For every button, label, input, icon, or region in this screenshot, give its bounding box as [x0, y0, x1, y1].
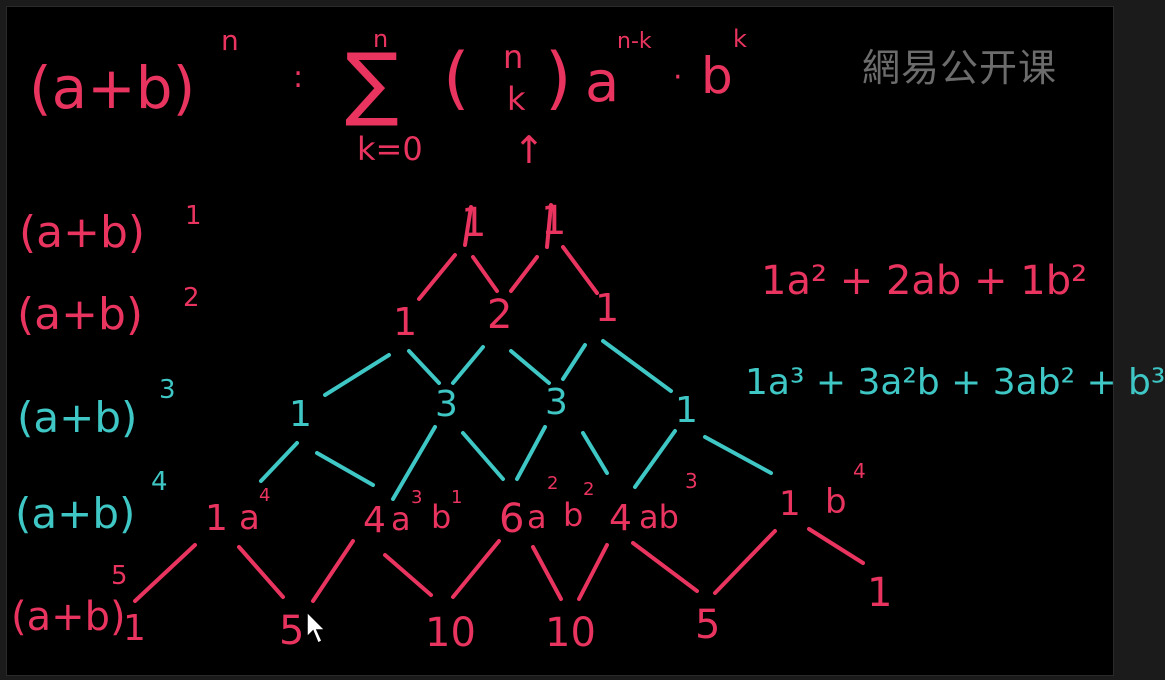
row3-2: 3 [545, 382, 568, 423]
row4-4-coef: 1 [779, 484, 801, 524]
row4-2-term: a [527, 498, 547, 536]
term-b-exponent: k [733, 25, 747, 53]
term-a: a [585, 50, 620, 115]
row2-2: 1 [595, 286, 620, 330]
row4-2-exp: 2 [547, 473, 559, 494]
power-5-base: (a+b) [11, 594, 126, 640]
formula-lhs-exponent: n [221, 24, 239, 57]
term-a-exponent: n-k [617, 29, 652, 54]
power-3-exp: 3 [159, 375, 176, 405]
row4-4-term: b [825, 482, 847, 522]
row4-4-exp: 4 [853, 459, 866, 483]
sigma-lower-limit: k=0 [357, 130, 423, 168]
expansion-square: 1a² + 2ab + 1b² [761, 258, 1088, 304]
multiply-dot: · [673, 60, 683, 95]
arrow-icon: ↑ [513, 128, 545, 172]
row4-1-coef: 4 [363, 500, 386, 541]
row4-3-term: ab [639, 498, 679, 536]
sigma-upper-limit: n [373, 25, 389, 53]
row4-0-term: a [239, 498, 260, 538]
row3-0: 1 [289, 394, 312, 435]
row4-3-coef: 4 [609, 498, 632, 539]
row4-3-exp: 3 [685, 469, 698, 493]
row4-2-exp2: 2 [583, 479, 595, 500]
row4-2-term2: b [563, 496, 584, 534]
row4-1-exp2: 1 [451, 487, 463, 508]
row3-3: 1 [675, 390, 698, 431]
binom-close-paren: ) [545, 39, 572, 118]
power-4-exp: 4 [151, 467, 168, 497]
power-3-base: (a+b) [17, 393, 138, 442]
sigma-symbol: ∑ [345, 36, 399, 129]
row4-0-coef: 1 [205, 498, 228, 539]
video-frame: 網易公开课 (a+b) n : n ∑ k=0 ( n k ) a n-k · … [6, 6, 1165, 676]
power-5-exp: 5 [111, 561, 128, 591]
term-b: b [701, 47, 733, 105]
row5-4: 5 [695, 602, 721, 648]
row5-0: 1 [123, 608, 146, 649]
row2-1: 2 [487, 292, 513, 338]
row5-5: 1 [867, 570, 893, 616]
row4-0-exp: 4 [259, 485, 271, 506]
formula-equals: : [293, 60, 304, 95]
row4-2-coef: 6 [499, 496, 525, 542]
row2-0: 1 [393, 300, 418, 344]
row5-3: 10 [545, 610, 596, 656]
power-1-base: (a+b) [19, 207, 146, 258]
row4-1-term: a [391, 500, 411, 538]
row1-right: 1 [541, 198, 567, 244]
binom-top: n [503, 38, 524, 76]
power-1-exp: 1 [185, 201, 202, 231]
row5-1: 5 [279, 608, 305, 654]
binom-open-paren: ( [443, 39, 470, 118]
power-2-base: (a+b) [17, 289, 144, 340]
row4-1-exp: 3 [411, 487, 423, 508]
binom-bottom: k [507, 80, 526, 118]
expansion-cube: 1a³ + 3a²b + 3ab² + b³ [745, 362, 1165, 403]
power-4-base: (a+b) [15, 489, 136, 538]
row3-1: 3 [435, 384, 458, 425]
power-2-exp: 2 [183, 283, 200, 313]
row5-2: 10 [425, 610, 476, 656]
triangle-connector-lines [133, 203, 865, 603]
row1-left: 1 [461, 200, 487, 246]
formula-lhs: (a+b) [29, 54, 196, 122]
row4-1-term2: b [431, 498, 452, 536]
mouse-cursor-icon [306, 610, 327, 645]
watermark-logo: 網易公开课 [862, 46, 1058, 90]
